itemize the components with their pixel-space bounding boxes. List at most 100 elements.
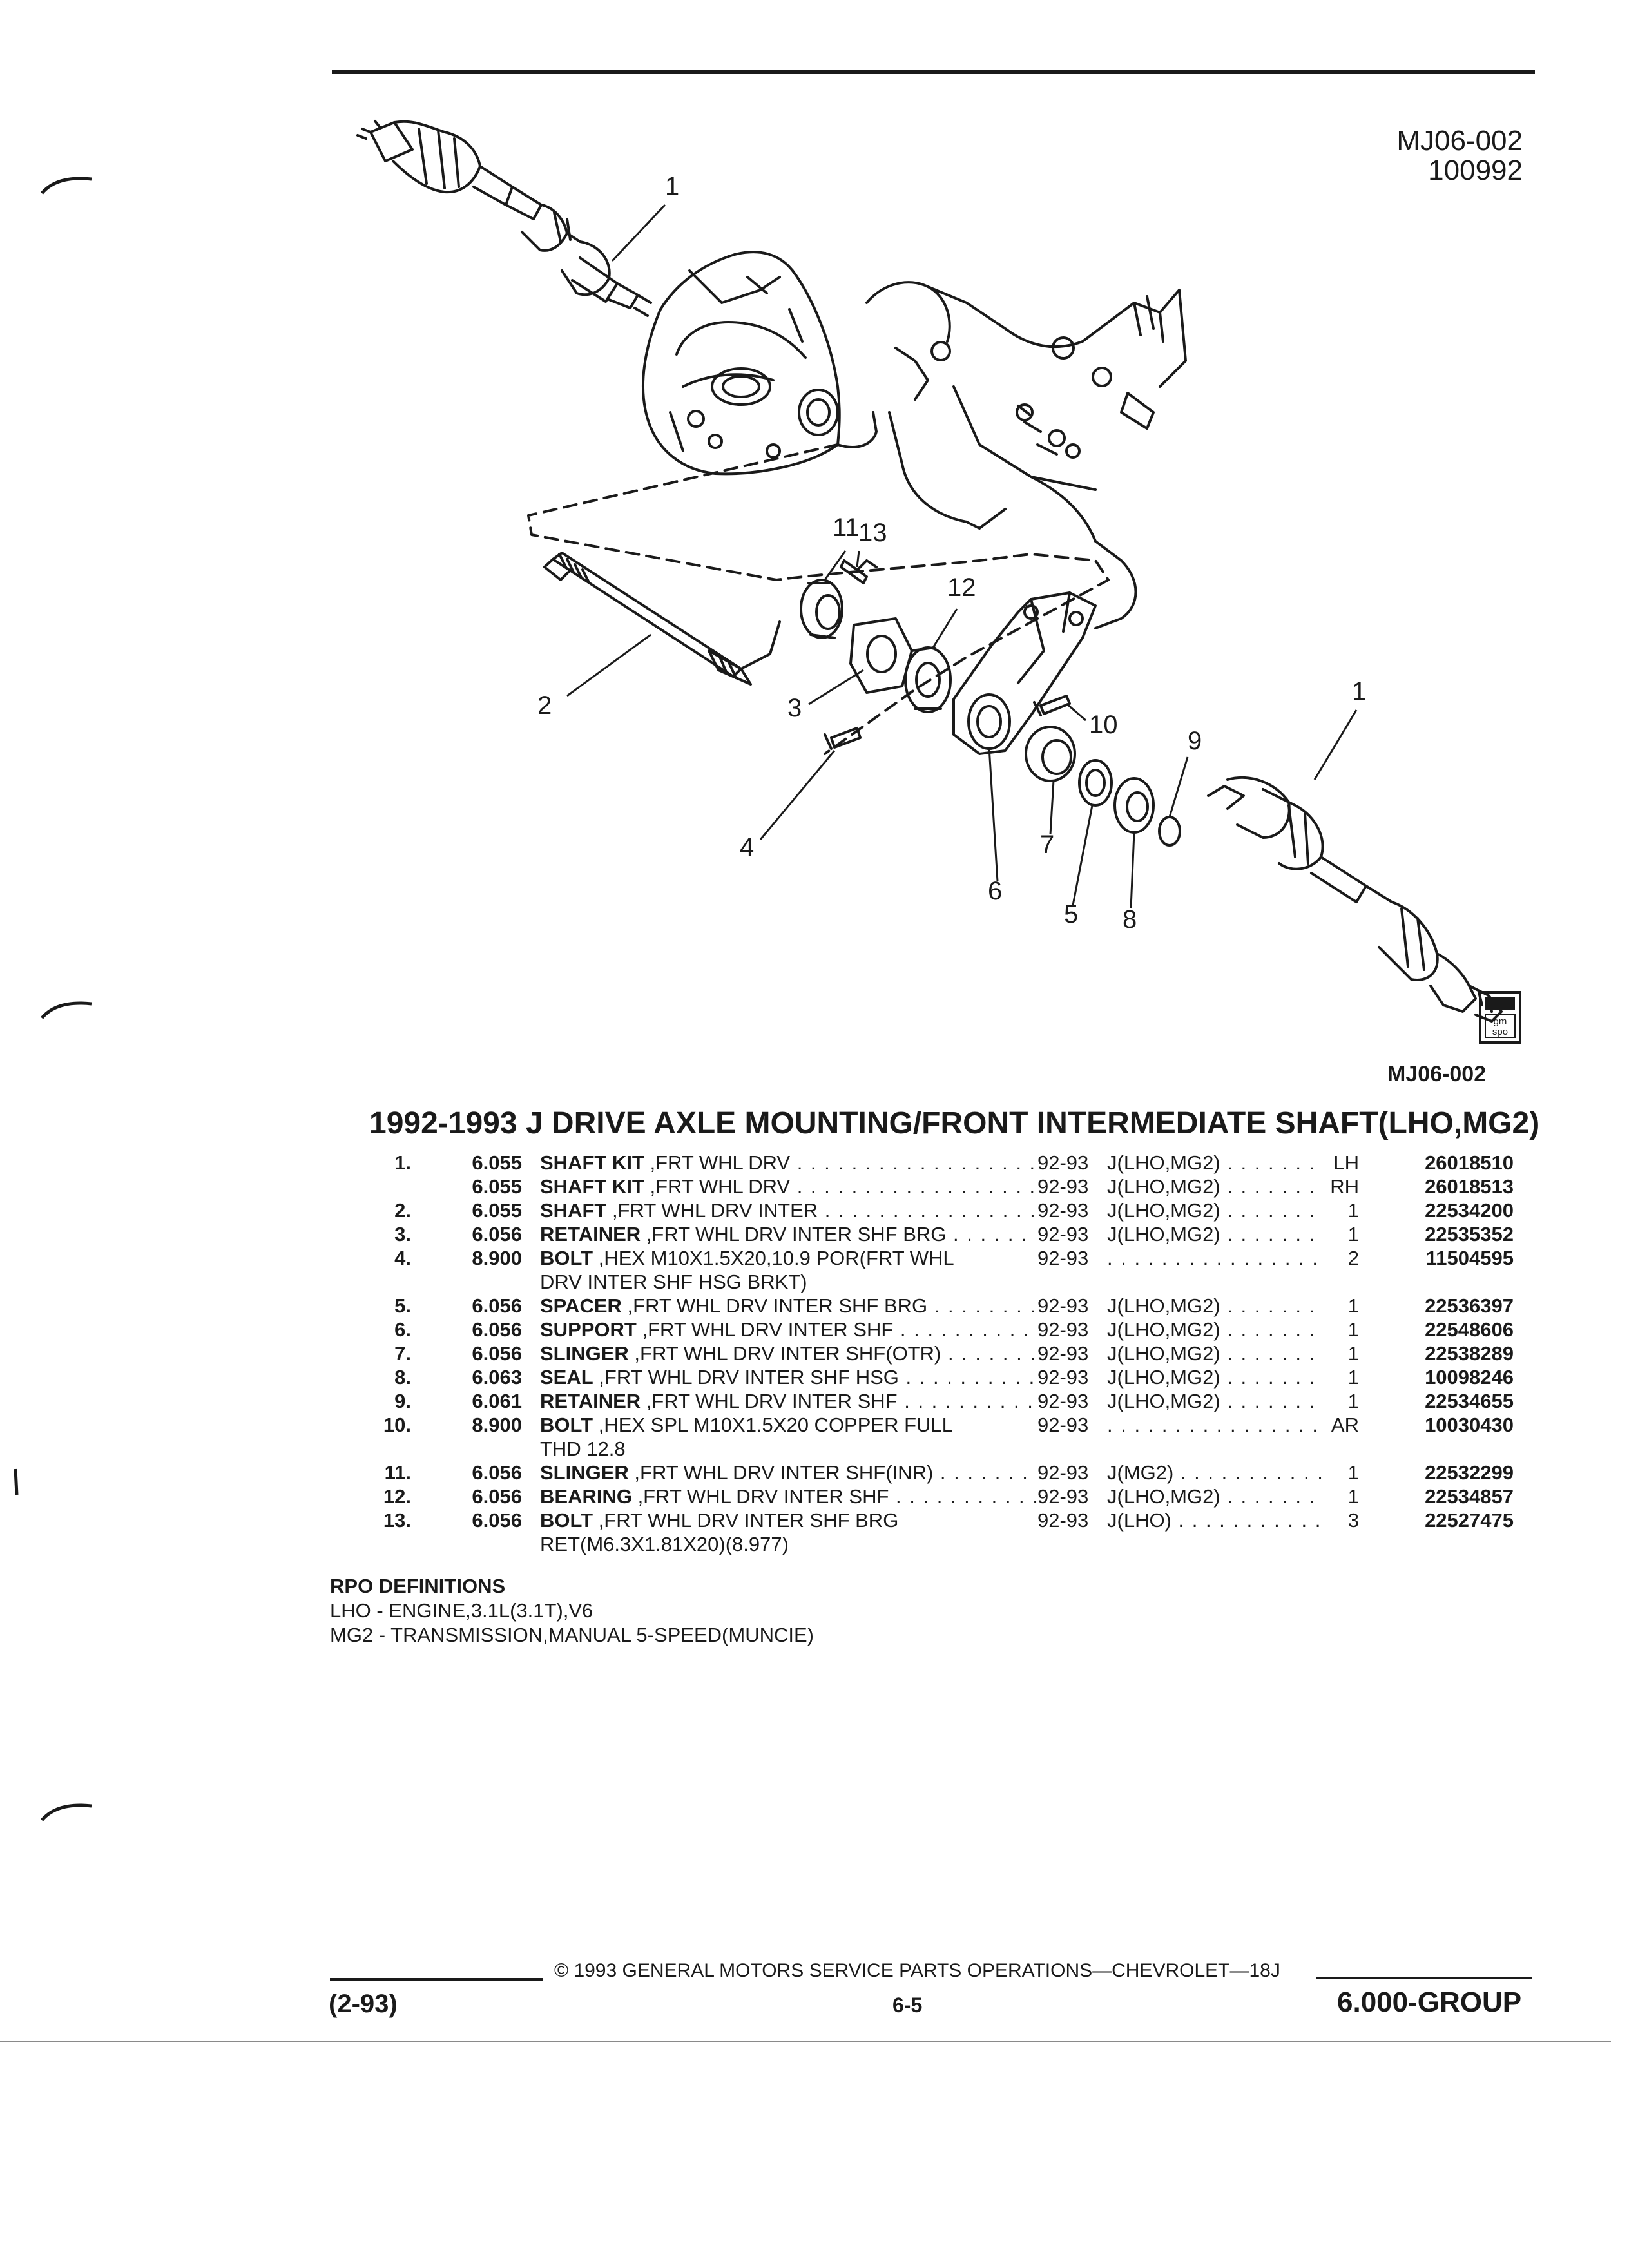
parts-model-text: J(LHO,MG2) <box>1107 1319 1220 1341</box>
parts-desc-text: ,FRT WHL DRV INTER SHF BRG <box>621 1295 928 1317</box>
parts-model: J(LHO,MG2) . . . . . . . . . . . . . . .… <box>1107 1367 1322 1389</box>
parts-model-text: J(LHO,MG2) <box>1107 1390 1220 1412</box>
parts-description: BOLT ,FRT WHL DRV INTER SHF BRG <box>522 1510 1037 1532</box>
parts-ref-number: 6. <box>394 1318 411 1341</box>
retainer-ring <box>1158 816 1181 847</box>
callout-8: 8 <box>1123 905 1137 934</box>
parts-description: BEARING ,FRT WHL DRV INTER SHF . . . . .… <box>540 1486 1037 1508</box>
parts-part-number: 26018510 <box>1425 1151 1514 1174</box>
parts-ref-number: 13. <box>383 1509 411 1532</box>
parts-part-number: 22534200 <box>1425 1199 1514 1222</box>
callout-6: 6 <box>988 877 1002 905</box>
parts-model-text: J(LHO,MG2) <box>1107 1200 1220 1222</box>
parts-group-number: 6.056 <box>472 1461 522 1484</box>
parts-part-number: 22532299 <box>1425 1461 1514 1484</box>
retainer-bolt <box>840 559 868 584</box>
parts-description: RETAINER ,FRT WHL DRV INTER SHF BRG . . … <box>540 1224 1037 1245</box>
rh-axle-shaft <box>1207 776 1503 1023</box>
parts-model: J(LHO,MG2) . . . . . . . . . . . . . . .… <box>1107 1224 1322 1245</box>
parts-desc-continuation: RET(M6.3X1.81X20)(8.977) <box>540 1533 789 1555</box>
parts-name: RETAINER <box>540 1224 641 1245</box>
parts-model: J(LHO,MG2) . . . . . . . . . . . . . . .… <box>1107 1295 1322 1317</box>
parts-model: J(LHO,MG2) . . . . . . . . . . . . . . .… <box>1107 1390 1322 1412</box>
parts-name: SUPPORT <box>540 1319 637 1341</box>
parts-group-number: 6.055 <box>472 1151 522 1174</box>
parts-model: J(MG2) . . . . . . . . . . . . . . . . . <box>1107 1462 1322 1484</box>
callout-7: 7 <box>1040 831 1054 859</box>
parts-ref-number: 1. <box>394 1151 411 1174</box>
parts-name: SHAFT <box>540 1200 607 1222</box>
parts-model-text: J(LHO,MG2) <box>1107 1343 1220 1365</box>
parts-model: J(LHO,MG2) . . . . . . . . . . . . . . .… <box>1107 1319 1322 1341</box>
parts-group-number: 6.055 <box>472 1175 522 1198</box>
parts-years: 92-93 <box>1037 1366 1089 1389</box>
parts-desc-text: ,FRT WHL DRV INTER <box>606 1200 818 1222</box>
parts-name: SHAFT KIT <box>540 1176 644 1198</box>
parts-years: 92-93 <box>1037 1414 1089 1436</box>
parts-ref-number <box>361 1176 411 1198</box>
parts-part-number: 10098246 <box>1425 1366 1514 1389</box>
parts-desc-text: ,FRT WHL DRV INTER SHF(OTR) <box>628 1343 941 1365</box>
parts-years: 92-93 <box>1037 1342 1089 1365</box>
footer-rule-left <box>330 1978 543 1981</box>
parts-description: BOLT ,HEX M10X1.5X20,10.9 POR(FRT WHL <box>522 1247 1037 1269</box>
footer-rule-right <box>1316 1977 1532 1979</box>
parts-part-number: 22534857 <box>1425 1485 1514 1508</box>
parts-quantity: 1 <box>1347 1342 1359 1365</box>
callout-2: 2 <box>537 691 552 720</box>
parts-group-number: 6.056 <box>472 1294 522 1317</box>
parts-model-text: J(LHO,MG2) <box>1107 1486 1220 1508</box>
binder-mark-1 <box>41 177 92 195</box>
parts-quantity: 1 <box>1347 1223 1359 1245</box>
parts-part-number: 22548606 <box>1425 1318 1514 1341</box>
parts-quantity: 1 <box>1347 1366 1359 1389</box>
footer-group: 6.000-GROUP <box>1337 1986 1522 2018</box>
parts-ref-number: 10. <box>383 1414 411 1436</box>
callout-9: 9 <box>1188 727 1202 755</box>
parts-quantity: 1 <box>1347 1318 1359 1341</box>
lh-axle-shaft <box>356 120 652 317</box>
parts-name: SLINGER <box>540 1343 629 1365</box>
parts-description: SHAFT KIT ,FRT WHL DRV . . . . . . . . .… <box>540 1152 1037 1174</box>
rpo-heading: RPO DEFINITIONS <box>330 1575 506 1597</box>
parts-years: 92-93 <box>1037 1175 1089 1198</box>
exploded-parts-diagram: 1 1 2 3 4 5 6 7 8 9 10 11 12 13 gm spo <box>356 120 1521 1044</box>
parts-name: BEARING <box>540 1486 632 1508</box>
footer-copyright: © 1993 GENERAL MOTORS SERVICE PARTS OPER… <box>554 1960 1280 1981</box>
parts-group-number: 6.056 <box>472 1509 522 1532</box>
footer-revision: (2-93) <box>329 1990 398 2018</box>
parts-desc-text: ,FRT WHL DRV INTER SHF HSG <box>593 1367 899 1389</box>
parts-model: J(LHO,MG2) . . . . . . . . . . . . . . .… <box>1107 1152 1322 1174</box>
parts-desc-text: ,FRT WHL DRV INTER SHF BRG <box>641 1224 947 1245</box>
parts-group-number: 8.900 <box>472 1247 522 1269</box>
parts-row: 1. 6.055 SHAFT KIT ,FRT WHL DRV . . . . . … <box>361 1152 1534 1174</box>
parts-group-number: 6.056 <box>472 1223 522 1245</box>
parts-name: SHAFT KIT <box>540 1152 644 1174</box>
badge-spo: spo <box>1492 1026 1508 1037</box>
parts-ref-number: 8. <box>394 1366 411 1389</box>
parts-description: SEAL ,FRT WHL DRV INTER SHF HSG . . . . … <box>540 1367 1037 1389</box>
parts-model-text: J(LHO,MG2) <box>1107 1224 1220 1245</box>
parts-desc-continuation: THD 12.8 <box>540 1437 626 1460</box>
parts-description: SLINGER ,FRT WHL DRV INTER SHF(OTR) . . … <box>540 1343 1037 1365</box>
parts-quantity: 1 <box>1347 1485 1359 1508</box>
parts-quantity: 1 <box>1347 1294 1359 1317</box>
callout-1-upper: 1 <box>665 172 679 200</box>
badge-gm: gm <box>1494 1016 1507 1027</box>
parts-description: SHAFT KIT ,FRT WHL DRV . . . . . . . . .… <box>540 1176 1037 1198</box>
parts-part-number: 11504595 <box>1425 1247 1514 1269</box>
parts-name: BOLT <box>540 1247 593 1269</box>
parts-quantity: AR <box>1331 1414 1359 1436</box>
callout-3: 3 <box>787 694 802 722</box>
parts-years: 92-93 <box>1037 1390 1089 1412</box>
parts-group-number: 8.900 <box>472 1414 522 1436</box>
parts-name: SLINGER <box>540 1462 629 1484</box>
parts-group-number: 6.055 <box>472 1199 522 1222</box>
